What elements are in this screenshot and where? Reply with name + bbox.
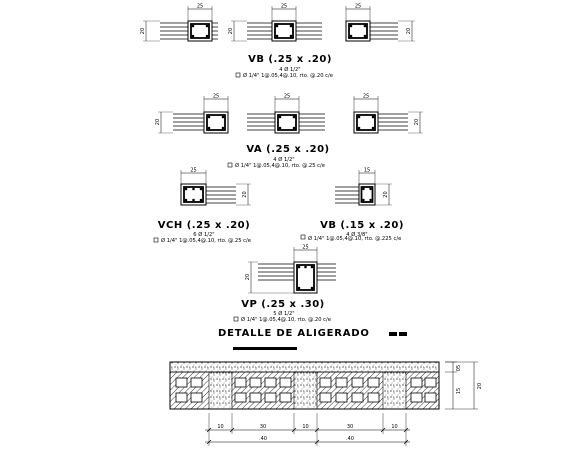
brick-block xyxy=(317,372,383,409)
top-dim: 25 xyxy=(284,94,290,100)
stirrup-symbol-icon xyxy=(227,162,233,168)
brick-cells xyxy=(175,377,437,403)
right-dim: 05 xyxy=(456,365,462,371)
slab-top-layer xyxy=(169,361,440,373)
stirrup-spec: Ø 1/4" 1@.05,4@.10, rto. @.20 c/e xyxy=(241,316,331,323)
section-title: VB (.25 x .20) xyxy=(248,54,332,65)
stirrup-spec: Ø 1/4" 1@.05,4@.10, rto. @.225 c/e xyxy=(308,235,401,242)
section-va: 25 20 25 xyxy=(155,94,423,169)
bottom-dim: 10 xyxy=(302,424,308,430)
bars-spec: 6 Ø 1/2" xyxy=(193,231,214,238)
section-cut-mark xyxy=(233,347,297,350)
top-dim: 25 xyxy=(197,4,203,10)
beam-va-2: 25 xyxy=(247,94,325,134)
stirrup-symbol-icon xyxy=(153,237,159,243)
side-dim: 20 xyxy=(155,119,161,125)
bottom-dim: 10 xyxy=(217,424,223,430)
side-dim: 20 xyxy=(140,28,146,34)
side-dim: 20 xyxy=(406,28,412,34)
top-dim: 15 xyxy=(364,168,370,174)
bars-spec: 4 Ø 1/2" xyxy=(273,156,294,163)
beam-vb-1: 25 20 xyxy=(140,4,218,42)
stirrup-symbol-icon xyxy=(300,234,306,240)
top-dim: 25 xyxy=(355,4,361,10)
brick-block xyxy=(406,372,439,409)
bottom-total-dim: .40 xyxy=(346,436,354,442)
top-dim: 25 xyxy=(213,94,219,100)
bottom-dim: 30 xyxy=(260,424,266,430)
section-vch: 25 20 VCH (.25 x .20) 6 Ø 1/2" Ø 1/4" 1@… xyxy=(153,168,251,244)
stirrup-spec: Ø 1/4" 1@.05,4@.10, rto. @.20 c/e xyxy=(243,72,333,79)
top-dim: 25 xyxy=(190,168,196,174)
bars-spec: 4 Ø 1/2" xyxy=(279,66,300,73)
beam-va-3: 25 20 xyxy=(353,94,423,134)
section-title: VP (.25 x .30) xyxy=(241,299,325,310)
top-dim: 25 xyxy=(302,245,308,251)
bottom-dim: 30 xyxy=(347,424,353,430)
side-dim: 20 xyxy=(245,274,251,280)
bars-spec: 5 Ø 1/2" xyxy=(273,310,294,317)
joist xyxy=(293,371,318,410)
brick-block xyxy=(232,372,294,409)
beam-va-1: 25 20 xyxy=(155,94,229,134)
stirrup-spec: Ø 1/4" 1@.05,4@.10, rto. @.25 c/e xyxy=(235,162,325,169)
aligerado-detail: DETALLE DE ALIGERADO xyxy=(169,328,483,446)
heading-underline-mark xyxy=(389,332,397,336)
brick-block xyxy=(170,372,209,409)
side-dim: 20 xyxy=(383,191,389,197)
bottom-dim: 10 xyxy=(391,424,397,430)
stirrup-symbol-icon xyxy=(235,72,241,78)
joist xyxy=(382,371,407,410)
right-dim: 15 xyxy=(456,388,462,394)
joist xyxy=(208,371,233,410)
section-title: VB (.15 x .20) xyxy=(320,220,404,231)
section-title: VCH (.25 x .20) xyxy=(158,220,250,231)
beam-vb-2: 25 20 xyxy=(228,4,322,42)
bottom-total-dim: .40 xyxy=(259,436,267,442)
top-dim: 25 xyxy=(363,94,369,100)
side-dim: 20 xyxy=(414,119,420,125)
beam-vb-3: 25 20 xyxy=(345,4,415,42)
right-dim: 20 xyxy=(477,383,483,389)
section-vp: 25 20 VP (.25 x .30) 5 Ø 1/2" Ø 1/4" 1@.… xyxy=(233,245,336,323)
stirrup-symbol-icon xyxy=(233,316,239,322)
bars-spec: 4 Ø 3/8" xyxy=(346,231,367,238)
section-title: VA (.25 x .20) xyxy=(246,144,329,155)
section-vb: 25 20 25 20 xyxy=(140,4,415,79)
aligerado-heading: DETALLE DE ALIGERADO xyxy=(218,328,370,339)
top-dim: 25 xyxy=(281,4,287,10)
section-vb-15: 15 20 VB (.15 x .20) 4 Ø 3/8" Ø 1/4" 1@.… xyxy=(300,168,404,242)
heading-underline-mark xyxy=(399,332,407,336)
stirrup-spec: Ø 1/4" 1@.05,4@.10, rto. @.25 c/e xyxy=(161,237,251,244)
side-dim: 20 xyxy=(228,28,234,34)
side-dim: 20 xyxy=(242,191,248,197)
